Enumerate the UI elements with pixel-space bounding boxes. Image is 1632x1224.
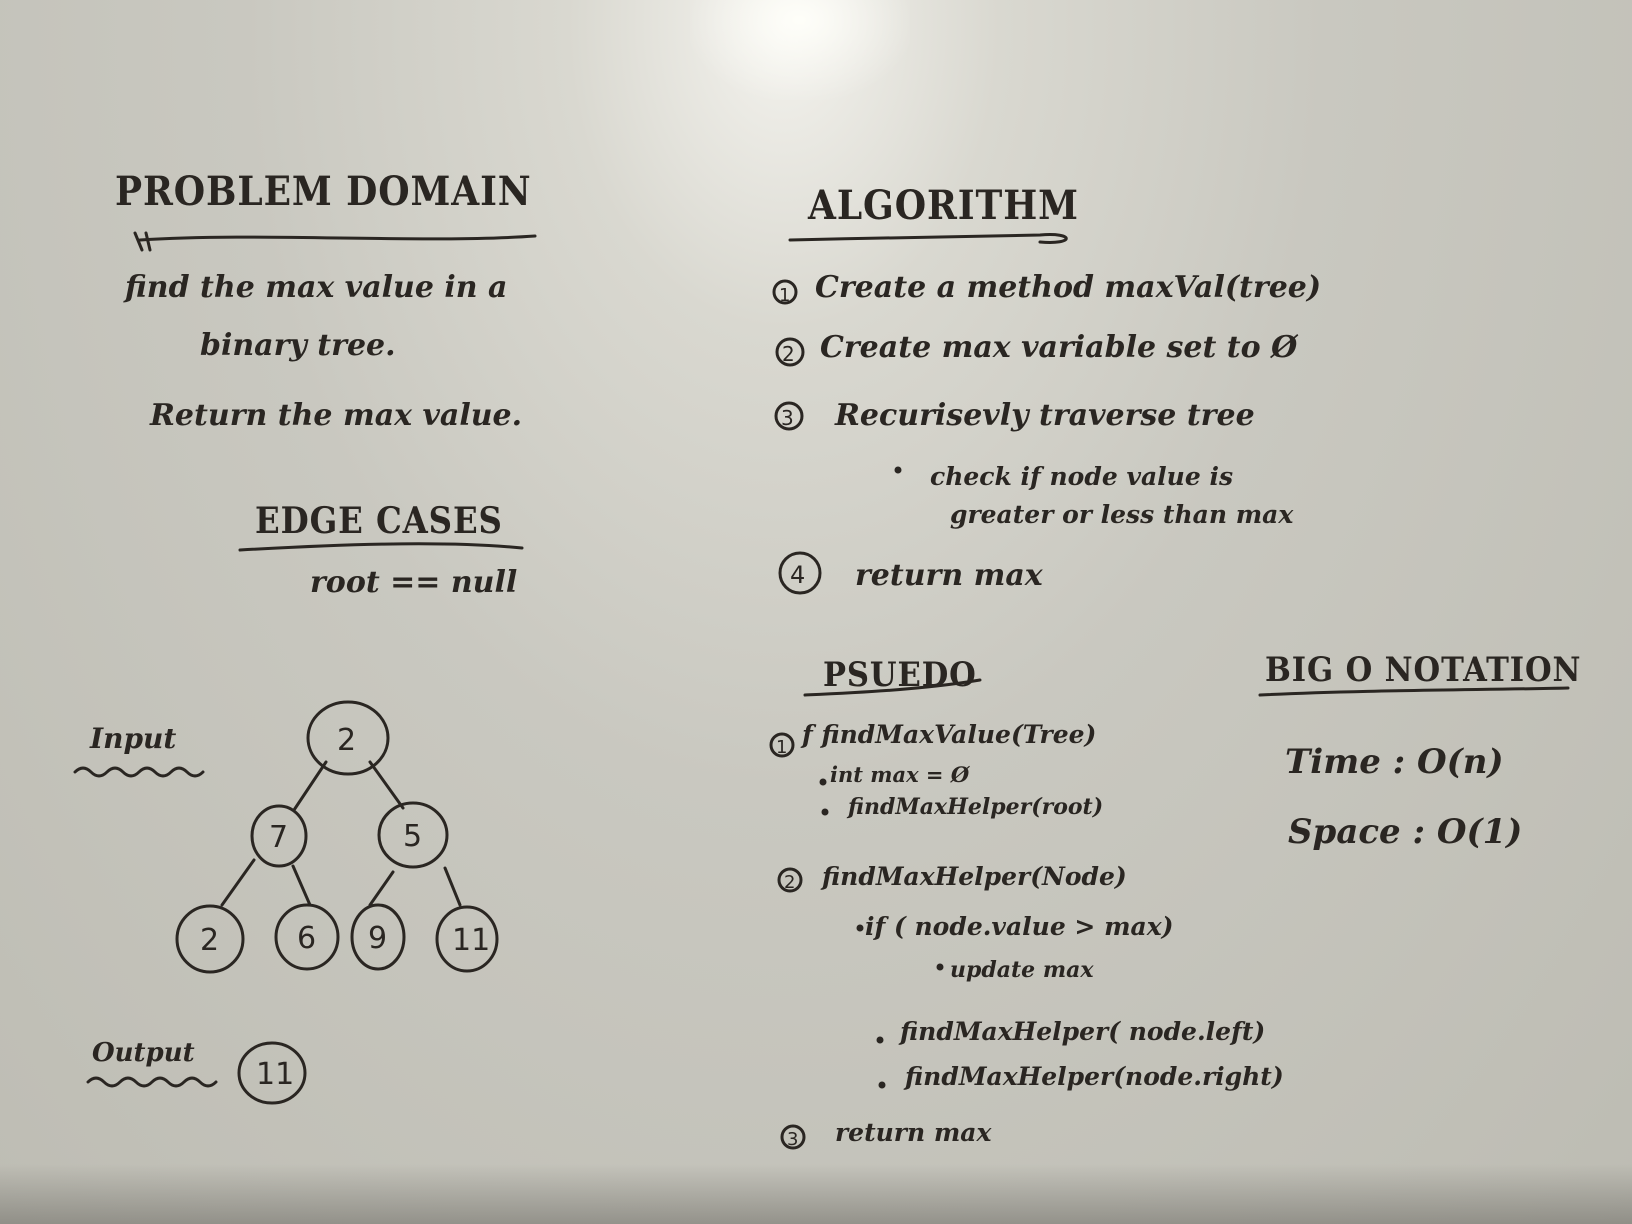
step-circle-3 — [774, 401, 804, 431]
tree-label-11: 11 — [452, 923, 490, 958]
tree-label-6: 6 — [297, 921, 316, 956]
tree-label-7: 7 — [269, 820, 288, 855]
algorithm-underline — [788, 233, 1068, 244]
pseudo-return: return max — [835, 1118, 992, 1147]
output-circle — [237, 1041, 307, 1105]
tree-label-9: 9 — [368, 921, 387, 956]
light-glare — [690, 0, 910, 100]
pseudo-circle-1 — [769, 732, 795, 758]
step-num-1: 1 — [779, 285, 790, 306]
algorithm-step-1: Create a method maxVal(tree) — [815, 270, 1322, 305]
output-value: 11 — [256, 1057, 294, 1092]
input-label: Input — [90, 722, 177, 755]
big-o-underline — [1258, 686, 1570, 697]
tree-node-6 — [274, 903, 340, 971]
tree-node-7 — [250, 804, 308, 868]
pseudo-update: update max — [950, 957, 1094, 983]
tree-label-root: 2 — [337, 723, 356, 758]
pseudo-underline — [803, 678, 982, 697]
board-bottom-edge — [0, 1164, 1632, 1224]
pseudo-left: findMaxHelper( node.left) — [900, 1017, 1266, 1046]
input-squiggle — [73, 766, 205, 778]
step-num-4: 4 — [790, 561, 805, 589]
step-num-2: 2 — [782, 342, 795, 366]
edge-case-root-null: root == null — [310, 565, 518, 600]
output-label: Output — [92, 1038, 195, 1068]
problem-line-1: find the max value in a — [125, 270, 508, 305]
problem-line-3: Return the max value. — [150, 398, 523, 433]
pseudo-num-1: 1 — [776, 737, 787, 758]
algorithm-step-4: return max — [855, 558, 1043, 593]
algorithm-step-3: Recurisevly traverse tree — [835, 398, 1255, 433]
edge-cases-title: EDGE CASES — [255, 500, 503, 542]
pseudo-num-2: 2 — [784, 872, 795, 893]
algorithm-sub-1: check if node value is — [930, 462, 1234, 491]
tree-label-2-leaf: 2 — [200, 923, 219, 958]
pseudo-f-line: f findMaxValue(Tree) — [802, 720, 1097, 749]
step-circle-1 — [772, 279, 798, 305]
pseudo-circle-3 — [780, 1124, 806, 1150]
algorithm-sub-2: greater or less than max — [950, 500, 1294, 529]
step-num-3: 3 — [781, 406, 794, 430]
tree-node-5 — [377, 801, 449, 869]
pseudo-circle-2 — [777, 867, 803, 893]
big-o-time: Time : O(n) — [1285, 742, 1504, 782]
step-circle-4 — [778, 551, 822, 595]
algorithm-step-2: Create max variable set to Ø — [820, 330, 1298, 365]
pseudo-f-sub-1: int max = Ø — [830, 762, 970, 787]
tree-node-2-leaf — [175, 904, 245, 974]
problem-domain-underline — [138, 234, 537, 242]
pseudo-helper: findMaxHelper(Node) — [822, 862, 1127, 891]
tree-node-11 — [435, 905, 499, 973]
big-o-title: BIG O NOTATION — [1265, 650, 1582, 690]
pseudo-if: if ( node.value > max) — [865, 912, 1174, 941]
step-circle-2 — [775, 337, 805, 367]
pseudo-right: findMaxHelper(node.right) — [905, 1062, 1284, 1091]
problem-line-2: binary tree. — [200, 328, 396, 363]
output-squiggle — [86, 1076, 218, 1088]
edge-cases-underline — [238, 542, 524, 552]
pseudo-num-3: 3 — [787, 1129, 798, 1150]
algorithm-title: ALGORITHM — [808, 182, 1079, 229]
tree-label-5: 5 — [403, 819, 422, 854]
tree-node-9 — [350, 903, 406, 971]
tree-node-root — [306, 700, 390, 776]
pseudo-f-sub-2: findMaxHelper(root) — [848, 794, 1104, 820]
problem-domain-title: PROBLEM DOMAIN — [115, 168, 532, 215]
big-o-space: Space : O(1) — [1288, 812, 1523, 852]
